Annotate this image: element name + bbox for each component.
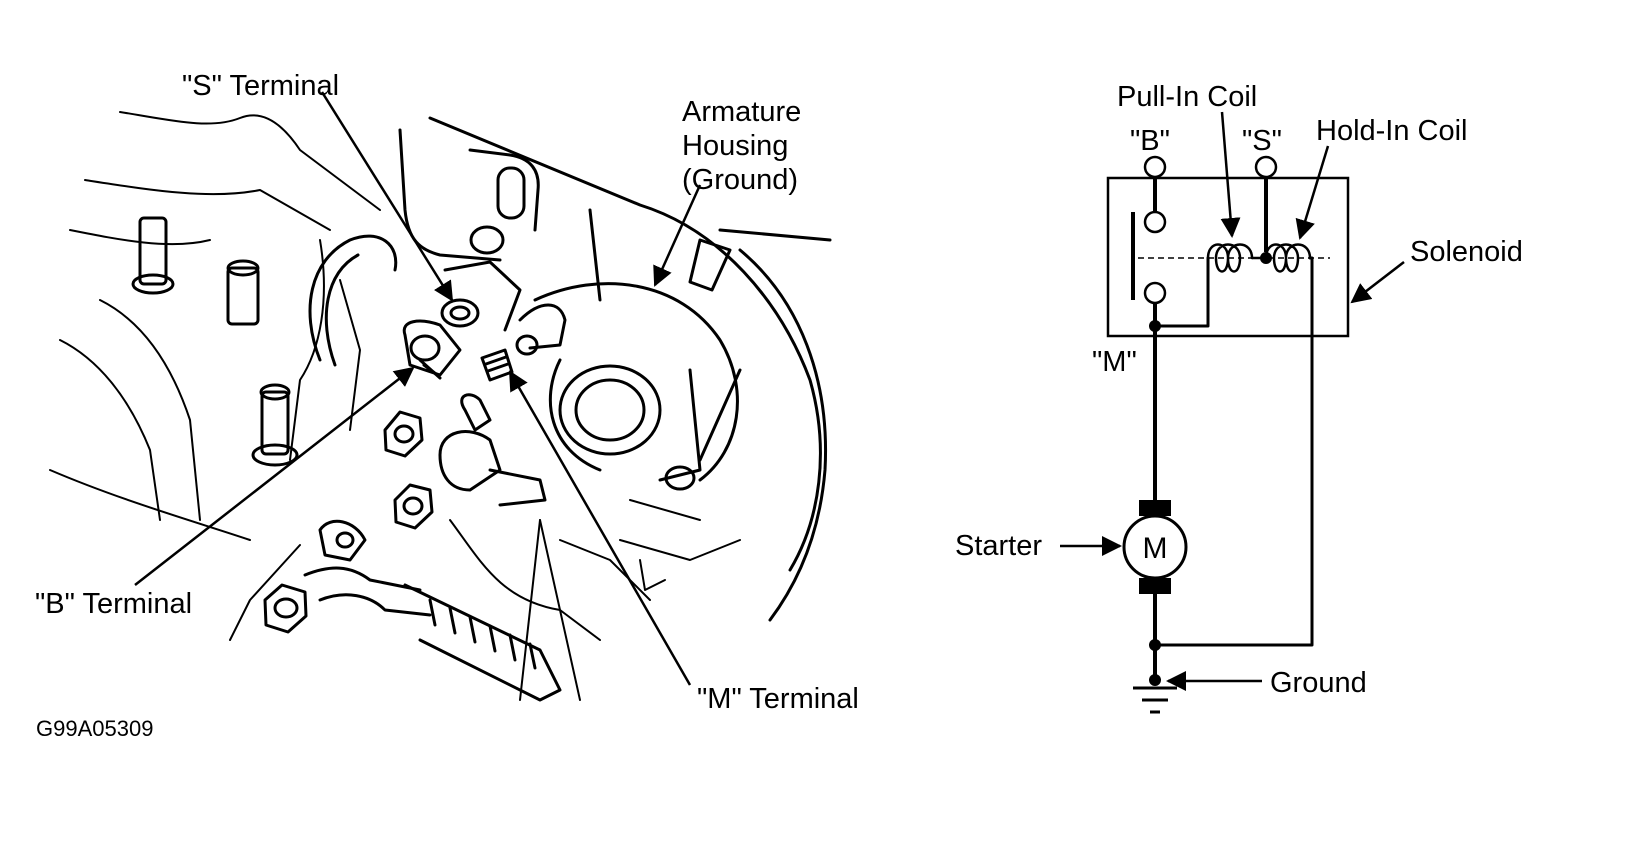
m-contact — [1143, 281, 1167, 305]
exploded-nuts — [263, 393, 547, 634]
ground-junction — [1149, 674, 1161, 686]
illustration-leaders — [134, 91, 702, 686]
armature-label-line3: (Ground) — [682, 164, 798, 196]
ground-label: Ground — [1270, 667, 1367, 699]
wiring-harness-loop — [308, 234, 398, 367]
starter-illustration: "S" Terminal "B" Terminal "M" Terminal A… — [35, 70, 859, 741]
motor-brush-bottom — [1139, 578, 1171, 594]
armature-housing-leader — [653, 184, 702, 287]
motor-brush-top — [1139, 500, 1171, 516]
battery-cable-drawing — [303, 519, 562, 702]
b-terminal-schematic-label: "B" — [1130, 125, 1170, 157]
b-terminal-post — [402, 319, 462, 380]
s-terminal-leader — [320, 91, 454, 302]
armature-housing-drawing — [428, 116, 832, 622]
armature-label-line2: Housing — [682, 130, 788, 162]
engine-studs — [131, 216, 299, 467]
engine-block-outline — [49, 111, 381, 641]
pull-in-coil-symbol — [1206, 243, 1254, 273]
b-terminal-label: "B" Terminal — [35, 588, 192, 620]
armature-label-line1: Armature — [682, 96, 801, 128]
figure-code: G99A05309 — [36, 716, 153, 741]
pull-in-coil-wire — [1153, 256, 1210, 328]
solenoid-body-drawing — [398, 128, 602, 356]
m-terminal-stud — [480, 348, 514, 382]
b-contact — [1143, 210, 1167, 234]
b-terminal-symbol — [1143, 155, 1167, 179]
starter-label: Starter — [955, 530, 1042, 562]
s-terminal-nut — [440, 298, 480, 328]
pull-in-coil-label: Pull-In Coil — [1117, 81, 1257, 113]
hold-in-ground-wire — [1155, 256, 1314, 647]
s-terminal-schematic-label: "S" — [1242, 125, 1282, 157]
circuit-schematic: M Pull-In Coil Hold-In Coil "B" "S" "M" … — [955, 81, 1523, 714]
pull-in-coil-leader — [1220, 111, 1241, 238]
solenoid-leader — [1350, 261, 1405, 304]
m-terminal-leader — [508, 370, 692, 686]
s-terminal-symbol — [1254, 155, 1278, 179]
m-terminal-schematic-label: "M" — [1092, 346, 1137, 378]
hold-in-coil-leader — [1295, 145, 1330, 240]
hold-in-coil-label: Hold-In Coil — [1316, 115, 1468, 147]
motor-symbol-letter: M — [1143, 532, 1168, 565]
ground-return-junction — [1149, 639, 1161, 651]
hold-in-coil-symbol — [1264, 243, 1312, 273]
m-terminal-label: "M" Terminal — [697, 683, 859, 715]
s-terminal-label: "S" Terminal — [182, 70, 339, 102]
b-terminal-leader — [134, 366, 415, 586]
lower-bracket — [449, 499, 741, 701]
solenoid-label: Solenoid — [1410, 236, 1523, 268]
